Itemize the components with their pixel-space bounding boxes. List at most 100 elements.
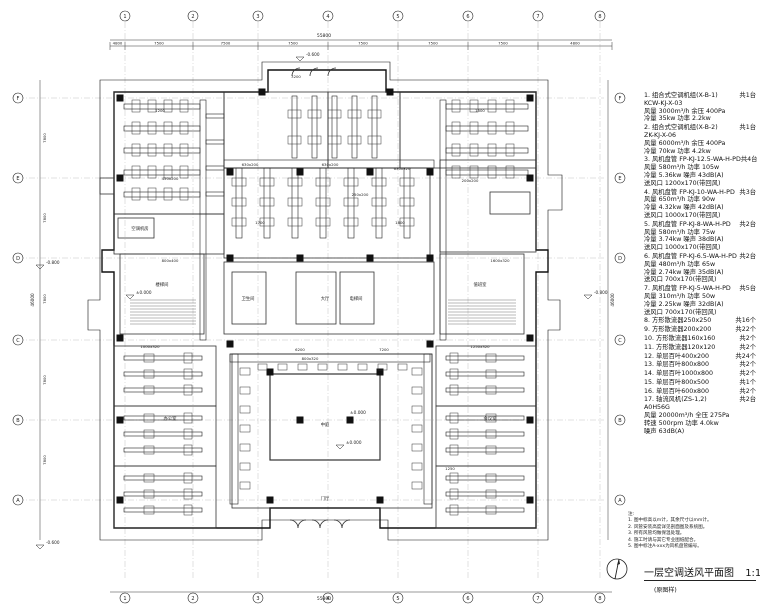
fan-coil-unit — [449, 488, 459, 500]
equipment-line-text: 送风口 700x170(带回风) — [644, 276, 717, 284]
branch-duct-west — [123, 147, 201, 154]
linear-diffuser — [239, 443, 251, 452]
grid-bubble — [594, 10, 606, 22]
grid-column-label: 5 — [396, 596, 399, 602]
grid-bubble — [12, 92, 24, 104]
fan-coil-unit — [487, 143, 497, 157]
equipment-spec: 风量 480m³/h 功率 65w — [644, 261, 756, 269]
diffusers-and-fan-coils — [117, 99, 531, 516]
equipment-line-text: 7. 风机盘管 FP-KJ-5-WA-H-PD — [644, 285, 731, 293]
room-name-label: 办公室 — [164, 415, 178, 422]
linear-diffuser — [239, 386, 251, 395]
title-block: 一层空调送风平面图 1:100 (原图样) — [644, 564, 760, 594]
fan-coil-unit — [487, 121, 497, 135]
equipment-line-text: 冷量 35kw 功率 2.2kw — [644, 115, 711, 123]
structural-column — [266, 496, 274, 504]
equipment-line-text: 风量 480m³/h 功率 65w — [644, 260, 716, 268]
room-name-label: 电梯间 — [350, 295, 363, 302]
structural-column — [386, 88, 394, 96]
fan-coil-unit — [131, 99, 141, 113]
linear-diffuser — [377, 363, 388, 371]
square-diffuser — [399, 197, 415, 207]
door-swing — [297, 519, 307, 529]
branch-duct-west — [123, 125, 201, 132]
fan-coil-unit — [147, 99, 157, 113]
grid-bubble — [614, 92, 626, 104]
equipment-count: 共2个 — [739, 361, 756, 369]
fan-coil-unit — [505, 143, 515, 157]
grid-bubble — [392, 592, 404, 604]
fan-coil-unit — [451, 143, 461, 157]
equipment-spec: 风量 580m³/h 功率 75w — [644, 229, 756, 237]
duct-size-label: 3200 — [291, 74, 301, 79]
grid-row-label: A — [16, 498, 20, 504]
square-diffuser — [143, 353, 155, 363]
duct-east-riser — [439, 99, 447, 341]
fan-coil-unit — [451, 165, 461, 179]
room-west-mech — [113, 213, 225, 255]
branch-duct-south — [123, 475, 203, 481]
stair-east — [439, 253, 525, 335]
fan-coil-unit — [163, 165, 173, 179]
grid-column-label: 6 — [466, 596, 469, 602]
square-diffuser — [143, 369, 155, 379]
branch-duct-south — [445, 431, 525, 437]
dim-span: 7500 — [288, 41, 298, 46]
west-exterior-step — [99, 177, 115, 195]
structural-column — [426, 340, 434, 348]
square-diffuser — [143, 445, 155, 455]
structural-column — [116, 416, 124, 424]
fan-coil-unit — [179, 121, 189, 135]
branch-duct-west — [123, 103, 201, 110]
square-diffuser — [327, 135, 342, 145]
equipment-count: 共3台 — [739, 188, 756, 196]
structural-column — [366, 254, 374, 262]
branch-duct-south — [445, 507, 525, 513]
linear-diffuser — [411, 443, 423, 452]
square-diffuser — [371, 217, 387, 227]
structural-column — [296, 416, 304, 424]
room-name-label: 值班室 — [474, 281, 488, 288]
grid-bubble — [187, 592, 199, 604]
equipment-line-text: 风量 650m³/h 功率 90w — [644, 196, 716, 204]
equipment-spec: 噪声 63dB(A) — [644, 428, 756, 436]
note-item: 5. 图中标注A-xxx为风机盘管编号。 — [628, 544, 702, 550]
air-duct-network — [123, 95, 529, 513]
grid-bubble — [12, 172, 24, 184]
level-marker-icon — [295, 56, 305, 62]
outer-terrace-line — [87, 61, 563, 541]
branch-duct-south — [445, 447, 525, 453]
structural-column — [116, 496, 124, 504]
grid-row-label: E — [618, 176, 621, 182]
atrium-inner — [269, 373, 381, 461]
grid-row-label: D — [618, 256, 622, 262]
dim-span: 7500 — [498, 41, 508, 46]
fan-coil-unit — [469, 121, 479, 135]
equipment-count: 共1个 — [739, 378, 756, 386]
square-diffuser — [485, 429, 497, 439]
atrium — [231, 353, 433, 509]
equipment-spec: 冷量 2.74kw 噪声 35dB(A) — [644, 269, 756, 277]
duct-drop-north — [331, 95, 338, 159]
north-arrow-icon — [606, 558, 628, 580]
room-name-label: 会议室 — [484, 415, 498, 422]
grid-bubble — [614, 494, 626, 506]
equipment-line-text: 风量 310m³/h 功率 50w — [644, 292, 716, 300]
square-diffuser — [399, 217, 415, 227]
dim-span-left: 7800 — [42, 213, 47, 223]
fan-coil-unit — [183, 504, 193, 516]
notes-heading: 注: — [628, 512, 635, 517]
grid-column-label: 8 — [598, 14, 601, 20]
structural-column — [226, 340, 234, 348]
grid-bubble — [614, 334, 626, 346]
grid-column-label: 2 — [191, 596, 194, 602]
grid-bubble — [119, 592, 131, 604]
